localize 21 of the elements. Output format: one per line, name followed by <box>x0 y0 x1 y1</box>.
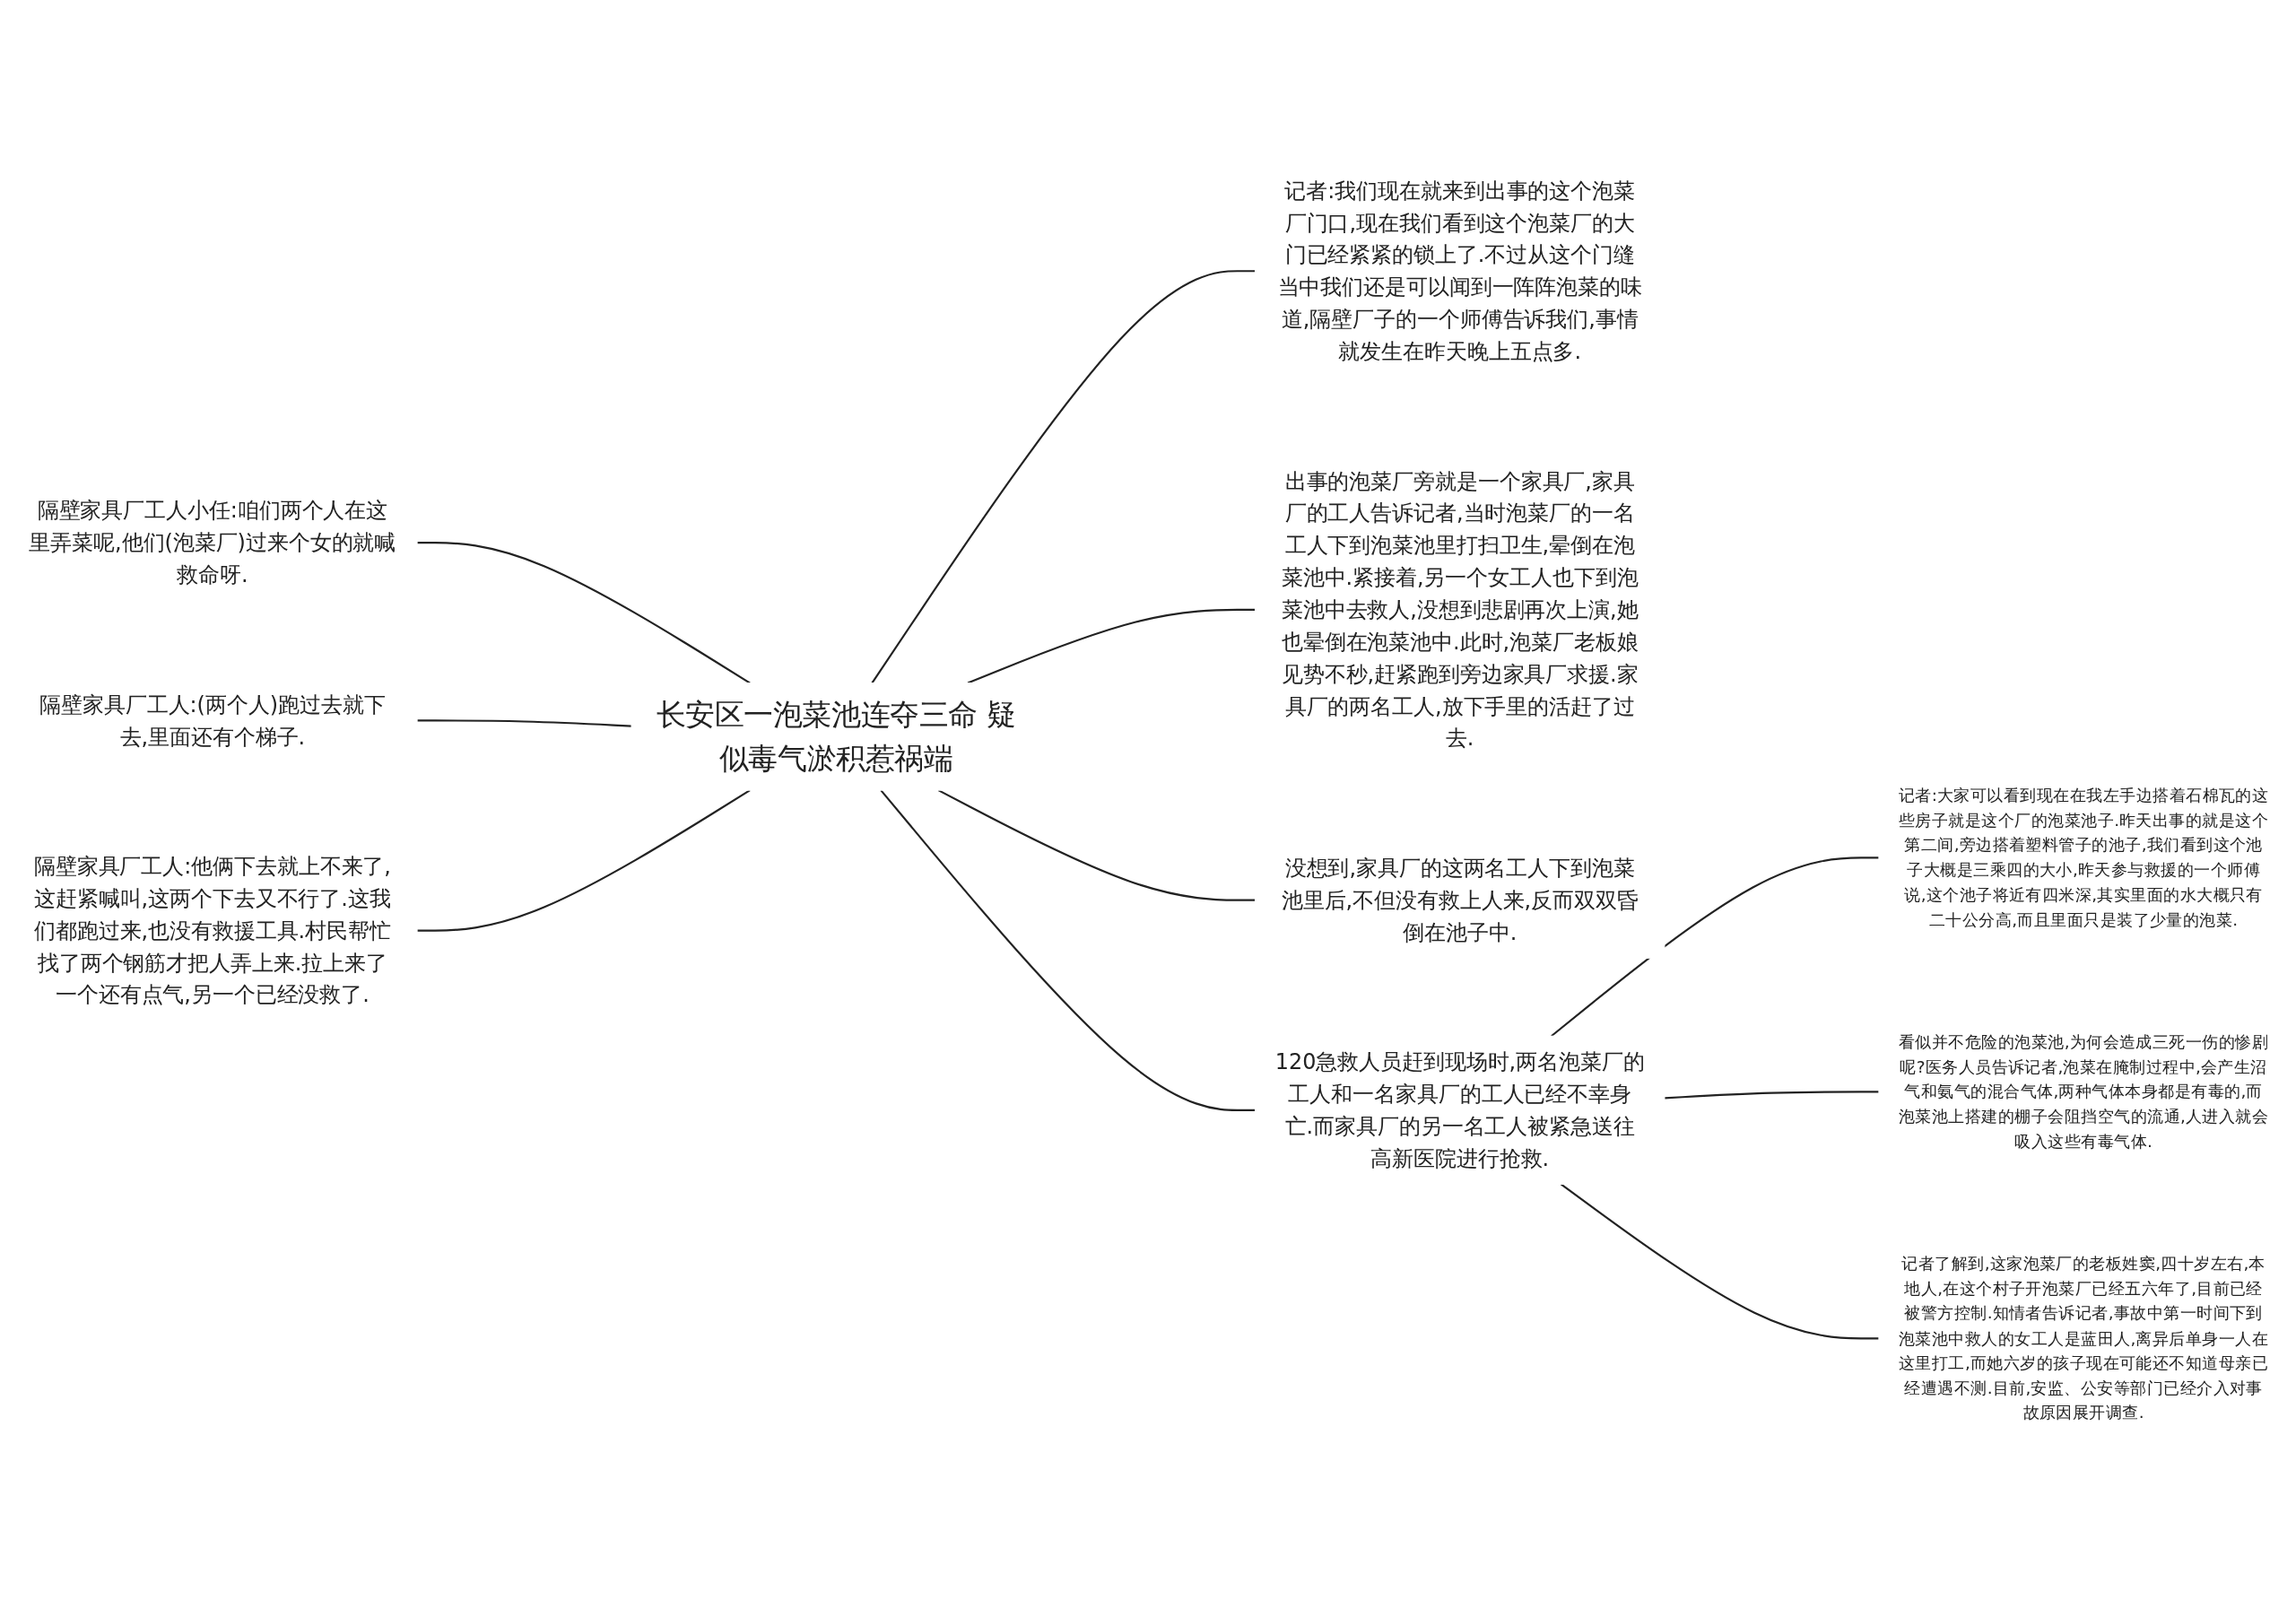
connector <box>1560 1183 1879 1340</box>
connector <box>417 542 751 684</box>
node-text: 隔壁家具厂工人:他俩下去就上不来了,这赶紧喊叫,这两个下去又不行了.这我们都跑过来,也没有救援工具.村民帮忙找了两个钢筋才把人弄上来.拉上来了一个还有点气,另一个已经没救了. <box>33 854 391 1007</box>
node-text: 没想到,家具厂的这两名工人下到泡菜池里后,不但没有救上人来,反而双双昏倒在池子中. <box>1281 856 1639 945</box>
connector <box>1664 1091 1879 1100</box>
node-text: 看似并不危险的泡菜池,为何会造成三死一伤的惨剧呢?医务人员告诉记者,泡菜在腌制过程中,会产生沼气和氨气的混合气体,两种气体本身都是有毒的,而泡菜池上搭建的棚子会阻挡空气的流通,人进入就会吸入这些有毒气体. <box>1898 1031 2269 1151</box>
connector <box>417 789 751 932</box>
node-text: 记者:大家可以看到现在在我左手边搭着石棉瓦的这些房子就是这个厂的泡菜池子.昨天出事的就是这个第二间,旁边搭着塑料管子的池子,我们看到这个池子大概是三乘四的大小,昨天参与救援的一个师傅说,这个池子将近有四米深,其实里面的水大概只有二十公分高,而且里面只是装了少量的泡菜. <box>1898 785 2269 929</box>
connector <box>880 789 1256 1111</box>
node-text: 长安区一泡菜池连夺三命 疑似毒气淤积惹祸端 <box>656 697 1017 776</box>
node-text: 隔壁家具厂工人小任:咱们两个人在这里弄菜呢,他们(泡菜厂)过来个女的就喊救命呀. <box>29 498 396 587</box>
node-text: 隔壁家具厂工人:(两个人)跑过去就下去,里面还有个梯子. <box>39 691 386 749</box>
connector <box>967 608 1256 684</box>
connector <box>1551 857 1879 1038</box>
connector <box>871 270 1256 684</box>
connector <box>937 789 1256 901</box>
connector <box>417 719 632 727</box>
node-text: 记者:我们现在就来到出事的这个泡菜厂门口,现在我们看到这个泡菜厂的大门已经紧紧的锁上了.不过从这个门缝当中我们还是可以闻到一阵阵泡菜的味道,隔壁厂子的一个师傅告诉我们,事情就发生在昨天晚上五点多. <box>1277 178 1642 364</box>
node-text: 记者了解到,这家泡菜厂的老板姓窦,四十岁左右,本地人,在这个村子开泡菜厂已经五六年了,目前已经被警方控制.知情者告诉记者,事故中第一时间下到泡菜池中救人的女工人是蓝田人,离异后单身一人在这里打工,而她六岁的孩子现在可能还不知道母亲已经遭遇不测.目前,安监、公安等部门已经介入对事故原因展开调查. <box>1898 1253 2269 1422</box>
node-text: 120急救人员赶到现场时,两名泡菜厂的工人和一名家具厂的工人已经不幸身亡.而家具厂的另一名工人被紧急送往高新医院进行抢救. <box>1274 1049 1645 1171</box>
node-text: 出事的泡菜厂旁就是一个家具厂,家具厂的工人告诉记者,当时泡菜厂的一名工人下到泡菜池里打扫卫生,晕倒在泡菜池中.紧接着,另一个女工人也下到泡菜池中去救人,没想到悲剧再次上演,她也晕倒在泡菜池中.此时,泡菜厂老板娘见势不秒,赶紧跑到旁边家具厂求援.家具厂的两名工人,放下手里的活赶了过去. <box>1281 468 1639 751</box>
